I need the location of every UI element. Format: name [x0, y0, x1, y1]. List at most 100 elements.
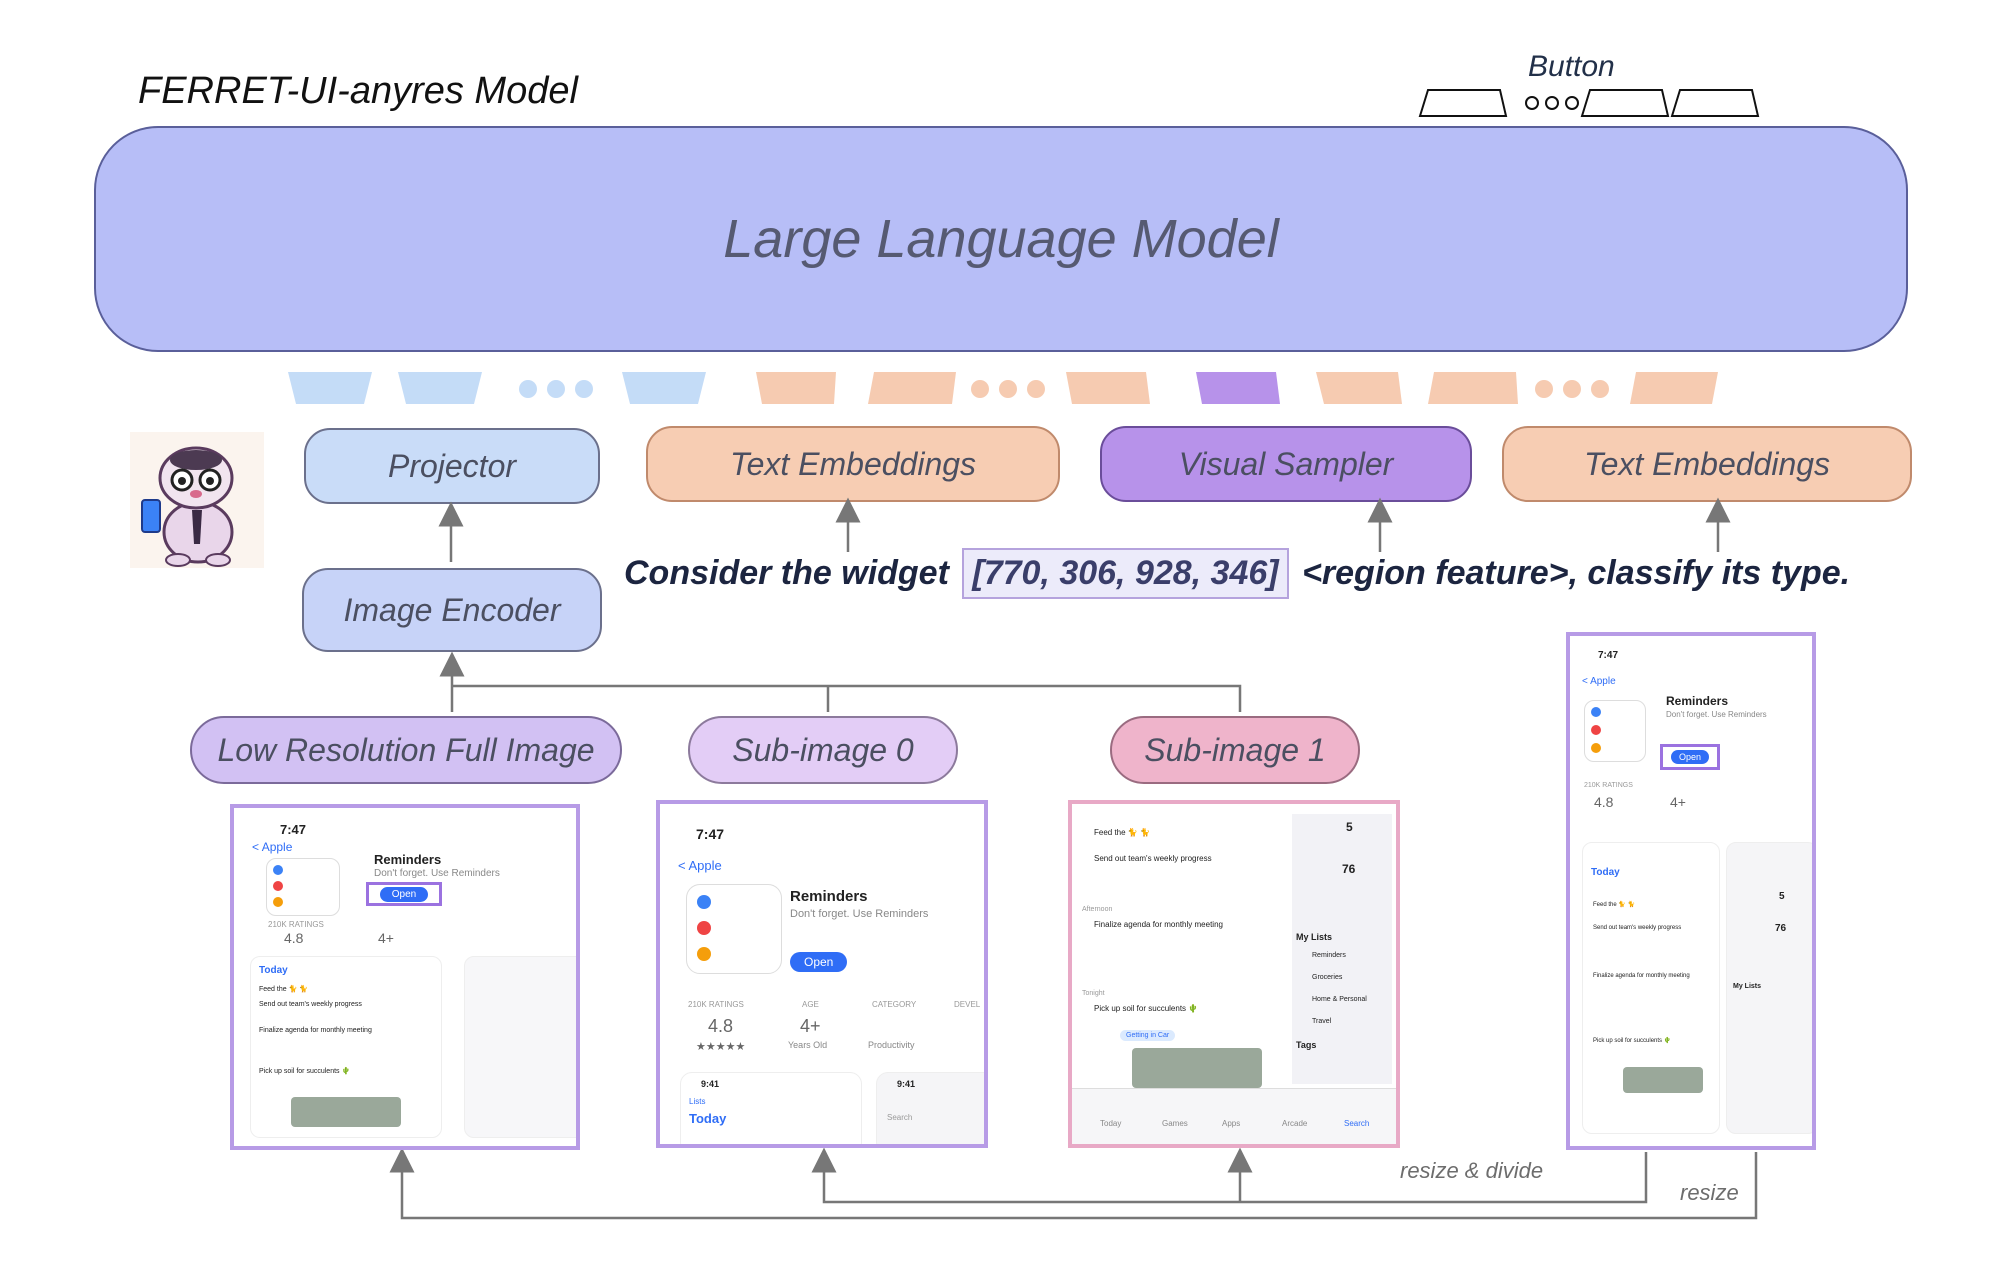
- query-sentence: Consider the widget [770, 306, 928, 346]…: [624, 548, 1850, 599]
- text-embeddings-block-2: Text Embeddings: [1502, 426, 1912, 502]
- token-dot-orange: [1591, 380, 1609, 398]
- status-time: 7:47: [696, 826, 725, 842]
- sub-image-0-screenshot: 7:47 < Apple Reminders Don't forget. Use…: [656, 800, 988, 1148]
- age-value: 4+: [1670, 794, 1686, 810]
- app-icon: [686, 884, 782, 974]
- large-language-model-block: Large Language Model: [94, 126, 1908, 352]
- output-token: [1418, 89, 1508, 117]
- lists-panel: 5 76 My Lists: [1726, 842, 1812, 1134]
- query-prefix: Consider the widget: [624, 554, 949, 592]
- token-dot-orange: [1535, 380, 1553, 398]
- task-item: Finalize agenda for monthly meeting: [1593, 973, 1690, 979]
- open-button[interactable]: Open: [790, 952, 848, 972]
- token-dot-orange: [971, 380, 989, 398]
- token-blue: [288, 372, 372, 404]
- plant-photo: [291, 1097, 401, 1127]
- location-chip[interactable]: Getting in Car: [1120, 1030, 1176, 1041]
- status-time: 7:47: [1598, 650, 1619, 661]
- count-today: 5: [1346, 820, 1353, 834]
- arrow-resize: [389, 1147, 1758, 1220]
- today-title: Today: [689, 1111, 727, 1126]
- count-all: 76: [1775, 923, 1787, 934]
- tab-arcade[interactable]: Arcade: [1282, 1119, 1308, 1128]
- back-label: Apple: [261, 840, 293, 854]
- ferret-mascot-icon: [130, 432, 264, 568]
- tab-apps[interactable]: Apps: [1222, 1119, 1241, 1128]
- lists-panel: 5 76 My Lists Reminders Groceries Home &…: [1292, 814, 1392, 1084]
- search-field[interactable]: Search: [887, 1113, 913, 1122]
- low-res-full-image-label: Low Resolution Full Image: [190, 716, 622, 784]
- open-button[interactable]: Open: [1670, 750, 1710, 764]
- age-label: AGE: [802, 1000, 819, 1009]
- today-panel: Today Feed the 🐈 🐈 Send out team's weekl…: [1582, 842, 1720, 1134]
- rating-value: 4.8: [708, 1016, 734, 1036]
- token-dot-blue: [519, 380, 537, 398]
- rating-value: 4.8: [1594, 794, 1614, 810]
- today-panel: 9:41 Lists Today: [680, 1072, 862, 1144]
- task-item: Pick up soil for succulents 🌵: [1593, 1038, 1672, 1044]
- arrow-resize-divide-sub0: [811, 1147, 1648, 1204]
- count-all: 76: [1342, 862, 1356, 876]
- back-label: Apple: [1590, 676, 1616, 687]
- my-lists-header: My Lists: [1733, 983, 1762, 990]
- task-item: Pick up soil for succulents 🌵: [1094, 1004, 1199, 1013]
- app-subtitle: Don't forget. Use Reminders: [1666, 710, 1767, 719]
- app-name: Reminders: [790, 888, 868, 905]
- search-panel: 9:41 Search: [876, 1072, 984, 1144]
- age-sub: Years Old: [788, 1040, 828, 1050]
- open-button-highlight: Open: [366, 882, 442, 906]
- token-orange: [1066, 372, 1150, 404]
- task-item: Send out team's weekly progress: [1593, 925, 1682, 931]
- task-item: Finalize agenda for monthly meeting: [1094, 920, 1223, 929]
- app-subtitle: Don't forget. Use Reminders: [374, 868, 500, 879]
- visual-sampler-block: Visual Sampler: [1100, 426, 1472, 502]
- list-item[interactable]: Reminders: [1312, 952, 1346, 959]
- merge-line: [452, 684, 1242, 712]
- output-token: [1580, 89, 1670, 117]
- token-blue: [622, 372, 706, 404]
- list-item[interactable]: Groceries: [1312, 974, 1343, 981]
- output-token: [1670, 89, 1760, 117]
- task-item: Send out team's weekly progress: [1094, 854, 1212, 863]
- tab-bar: Today Games Apps Arcade Search: [1072, 1088, 1396, 1144]
- token-dot-orange: [999, 380, 1017, 398]
- input-token-row: [288, 372, 1718, 404]
- app-name: Reminders: [1666, 694, 1729, 708]
- lists-panel: [464, 956, 576, 1138]
- task-item: Feed the 🐈 🐈: [1094, 828, 1150, 837]
- task-item: Finalize agenda for monthly meeting: [259, 1027, 372, 1034]
- open-button-highlight: Open: [1660, 744, 1720, 770]
- count-today: 5: [1779, 891, 1785, 902]
- button-label: Button: [1528, 50, 1615, 83]
- task-item: Send out team's weekly progress: [259, 1001, 362, 1008]
- back-label: Apple: [688, 858, 722, 873]
- output-dot: [1525, 96, 1539, 110]
- text-embeddings-block-1: Text Embeddings: [646, 426, 1060, 502]
- task-item: Feed the 🐈 🐈: [1593, 902, 1635, 908]
- tab-today[interactable]: Today: [1100, 1119, 1122, 1128]
- app-subtitle: Don't forget. Use Reminders: [790, 908, 929, 920]
- tags-header: Tags: [1296, 1040, 1317, 1050]
- token-orange: [1316, 372, 1402, 404]
- status-time-3: 9:41: [897, 1079, 916, 1089]
- tonight-label: Tonight: [1082, 990, 1105, 997]
- token-dot-blue: [575, 380, 593, 398]
- token-dot-blue: [547, 380, 565, 398]
- query-coordinates: [770, 306, 928, 346]: [962, 548, 1289, 599]
- list-item[interactable]: Travel: [1312, 1018, 1332, 1025]
- output-dot: [1545, 96, 1559, 110]
- resize-divide-caption: resize & divide: [1400, 1158, 1544, 1183]
- tab-games[interactable]: Games: [1162, 1119, 1188, 1128]
- token-purple: [1196, 372, 1280, 404]
- ratings-label: 210K RATINGS: [1584, 782, 1633, 789]
- token-orange: [868, 372, 956, 404]
- back-link: < Apple: [678, 858, 722, 873]
- model-title: FERRET-UI-anyres Model: [138, 70, 578, 112]
- tab-search[interactable]: Search: [1344, 1119, 1370, 1128]
- token-dot-orange: [1563, 380, 1581, 398]
- list-item[interactable]: Home & Personal: [1312, 996, 1367, 1003]
- ratings-label: 210K RATINGS: [268, 920, 324, 929]
- open-button[interactable]: Open: [379, 886, 429, 902]
- task-item: Feed the 🐈 🐈: [259, 986, 308, 993]
